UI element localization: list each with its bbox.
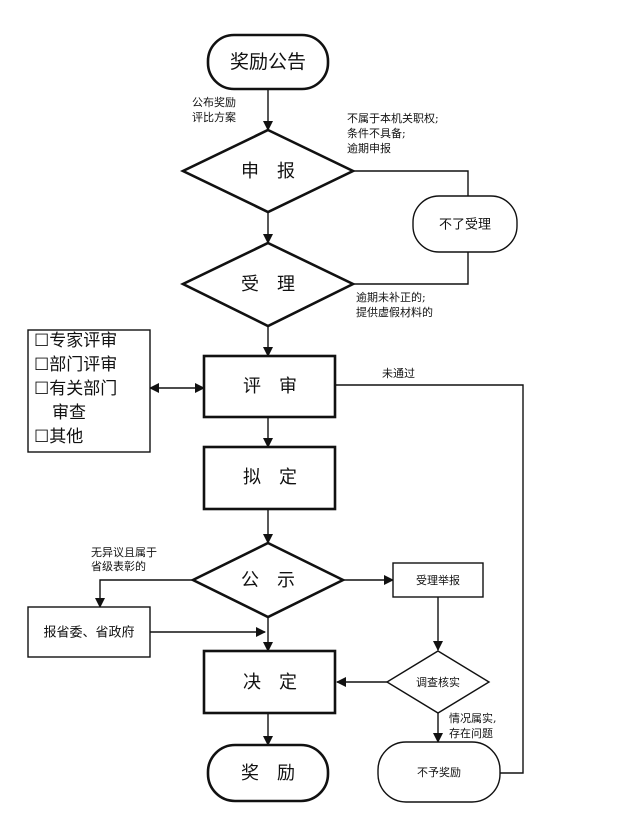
node-draft: [202, 445, 337, 511]
review-option-expert: ☐专家评审: [34, 331, 117, 351]
node-accept-report: [392, 562, 484, 598]
node-review-options: [27, 329, 151, 453]
label-verified-1: 情况属实,: [449, 711, 497, 725]
node-decide-label: 决 定: [243, 672, 297, 693]
edge-review-not-passed: [335, 384, 524, 774]
review-option-other: ☐其他: [34, 427, 83, 447]
review-option-related-dept: ☐有关部门: [34, 379, 117, 399]
node-publicity-label: 公 示: [241, 570, 295, 591]
node-not-accept: [412, 195, 518, 253]
node-not-accept-label: 不了受理: [439, 218, 491, 233]
node-announcement: [206, 33, 330, 91]
label-overdue-reason-2: 提供虚假材料的: [356, 305, 433, 319]
label-overdue-reason-1: 逾期未补正的;: [356, 290, 426, 304]
node-declare: [180, 128, 356, 214]
node-review: [202, 354, 337, 419]
review-options-list: ☐专家评审 ☐部门评审 ☐有关部门 审查 ☐其他: [34, 331, 117, 447]
label-publish-plan-1: 公布奖励: [192, 95, 236, 109]
node-no-award-label: 不予奖励: [417, 765, 461, 779]
edge-publicity-report-gov: [95, 579, 193, 608]
edge-declare-not-accept: [353, 170, 469, 196]
node-decide: [202, 649, 337, 715]
label-reject-reason-3: 逾期申报: [347, 141, 391, 155]
label-reject-reason-2: 条件不具备;: [347, 126, 406, 140]
label-no-objection-1: 无异议且属于: [91, 546, 157, 559]
node-accept-report-label: 受理举报: [416, 573, 460, 587]
node-accept-label: 受 理: [241, 274, 295, 295]
node-award-label: 奖 励: [241, 763, 295, 784]
node-draft-label: 拟 定: [243, 467, 297, 488]
review-option-department: ☐部门评审: [34, 355, 117, 375]
node-report-gov: [27, 606, 151, 658]
node-award: [206, 743, 330, 803]
node-no-award: [377, 741, 501, 803]
review-option-related-dept-cont: 审查: [52, 403, 86, 423]
node-report-gov-label: 报省委、省政府: [43, 626, 134, 641]
connectors: [95, 89, 524, 774]
edge-accept-not-accept: [353, 252, 469, 285]
node-declare-label: 申 报: [241, 161, 295, 182]
node-investigate: [385, 650, 491, 714]
node-publicity: [190, 541, 346, 619]
node-investigate-label: 调查核实: [416, 675, 460, 689]
label-no-objection-2: 省级表彰的: [91, 559, 146, 573]
node-review-label: 评 审: [243, 376, 297, 397]
node-accept: [180, 241, 356, 328]
label-reject-reason-1: 不属于本机关职权;: [347, 111, 439, 125]
node-announcement-label: 奖励公告: [230, 51, 306, 73]
label-publish-plan-2: 评比方案: [192, 110, 236, 124]
label-not-passed: 未通过: [382, 367, 415, 380]
label-verified-2: 存在问题: [449, 726, 493, 740]
